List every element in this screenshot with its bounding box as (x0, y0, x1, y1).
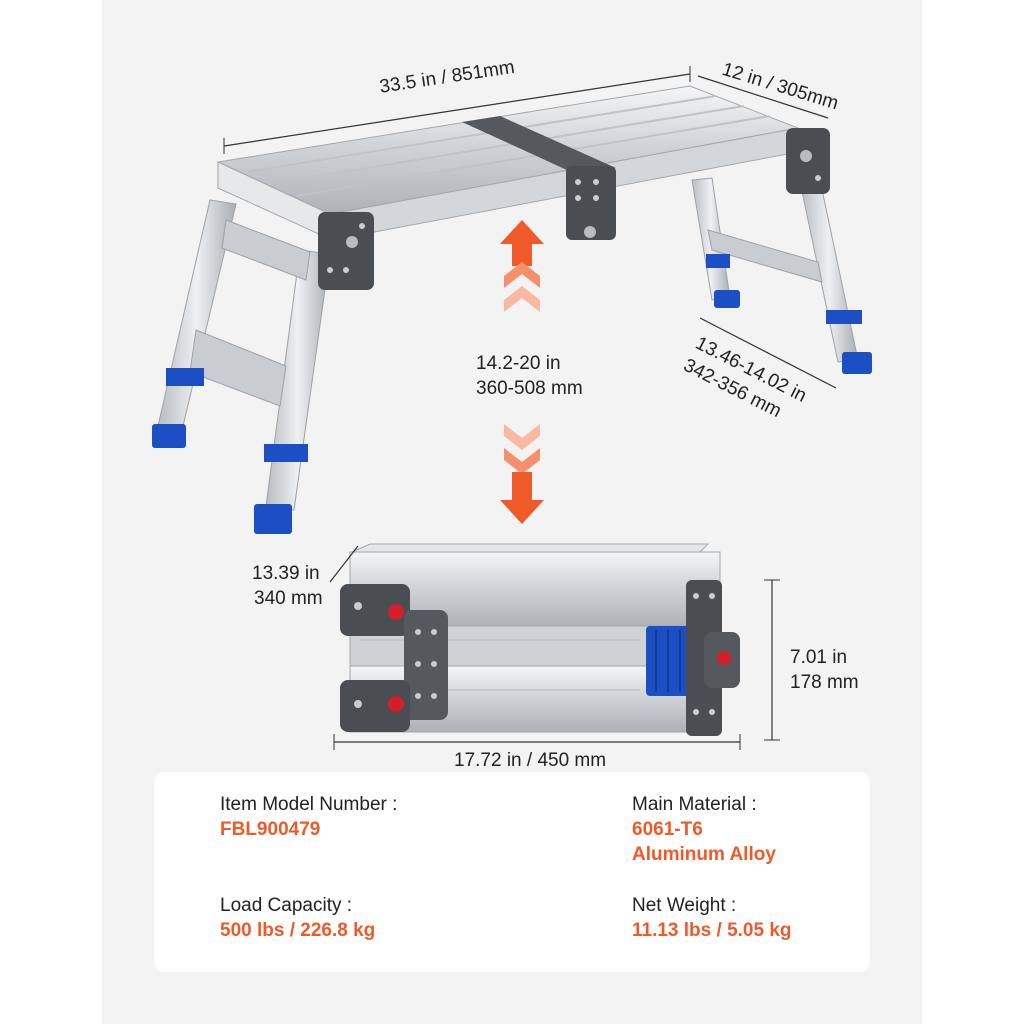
height-down-arrow (500, 424, 544, 524)
rivet (593, 195, 599, 201)
foot-cap (264, 444, 308, 462)
folded-top (351, 543, 710, 553)
rivet (431, 693, 437, 699)
rivet (815, 175, 821, 181)
rivet (327, 267, 333, 273)
foot-cap (166, 368, 204, 386)
spec-load-label: Load Capacity : (220, 895, 353, 916)
rivet (709, 593, 715, 599)
spec-load: Load Capacity : 500 lbs / 226.8 kg (220, 893, 375, 943)
folded-height-label-line2: 178 mm (790, 672, 859, 693)
spec-card: Item Model Number : FBL900479 Main Mater… (154, 772, 870, 972)
folded-depth-label-line1: 13.39 in (252, 563, 320, 584)
lock-knob-icon (717, 651, 731, 665)
folded-depth-line (329, 545, 359, 583)
spec-model: Item Model Number : FBL900479 (220, 792, 397, 842)
width-dimension-line (697, 75, 829, 119)
folded-depth-label-line2: 340 mm (254, 588, 323, 609)
spec-model-label: Item Model Number : (220, 794, 398, 815)
rivet (431, 661, 437, 667)
folded-foot (646, 626, 694, 696)
left-crossbar-top (221, 219, 311, 281)
center-brace (462, 116, 616, 176)
folded-hinge (340, 584, 410, 636)
folded-hinge (340, 680, 410, 732)
lock-knob-icon (388, 604, 404, 620)
rivet (693, 593, 699, 599)
lock-knob-icon (388, 696, 404, 712)
right-crossbar (707, 229, 823, 283)
platform-folded (340, 543, 740, 736)
foot-cap (714, 290, 740, 308)
rivet (415, 661, 421, 667)
spec-weight: Net Weight : 11.13 lbs / 5.05 kg (632, 893, 792, 943)
rivet (415, 693, 421, 699)
rivet (346, 236, 358, 248)
foot-cap (152, 424, 186, 448)
platform-unfolded (152, 85, 872, 534)
rivet (693, 709, 699, 715)
rivet (343, 267, 349, 273)
rivet (584, 226, 596, 238)
length-dimension-line (223, 73, 691, 147)
spec-weight-label: Net Weight : (632, 895, 737, 916)
folded-hinge (404, 610, 448, 720)
rivet (359, 223, 365, 229)
left-hinge (318, 212, 374, 290)
rivet (354, 602, 362, 610)
deck-groove (245, 95, 717, 173)
height-label-line1: 14.2-20 in (476, 353, 561, 374)
height-label-line2: 360-508 mm (476, 378, 583, 399)
rivet (575, 195, 581, 201)
foot-cap (254, 504, 292, 534)
foot-cap (842, 352, 872, 374)
rivet (575, 179, 581, 185)
rivet (593, 179, 599, 185)
deck-groove (295, 115, 771, 197)
left-crossbar-low (189, 329, 287, 407)
rivet (800, 150, 812, 162)
height-up-arrow (500, 220, 544, 312)
spec-model-value: FBL900479 (220, 819, 321, 840)
spec-material-value-line1: 6061-T6 (632, 819, 703, 840)
foot-cap (706, 254, 730, 268)
spec-load-value: 500 lbs / 226.8 kg (220, 920, 376, 941)
spec-weight-value: 11.13 lbs / 5.05 kg (632, 920, 792, 941)
rivet (354, 700, 362, 708)
leg-span-dimension-line (699, 317, 837, 389)
spec-material-value-line2: Aluminum Alloy (632, 844, 776, 865)
spec-material: Main Material : 6061-T6 Aluminum Alloy (632, 792, 776, 867)
rivet (709, 709, 715, 715)
spec-material-label: Main Material : (632, 794, 757, 815)
foot-cap (826, 310, 862, 324)
folded-length-label: 17.72 in / 450 mm (454, 750, 607, 771)
rivet (415, 629, 421, 635)
deck-groove (269, 105, 745, 185)
rivet (431, 629, 437, 635)
folded-height-label-line1: 7.01 in (790, 647, 848, 668)
product-illustration (152, 66, 872, 750)
